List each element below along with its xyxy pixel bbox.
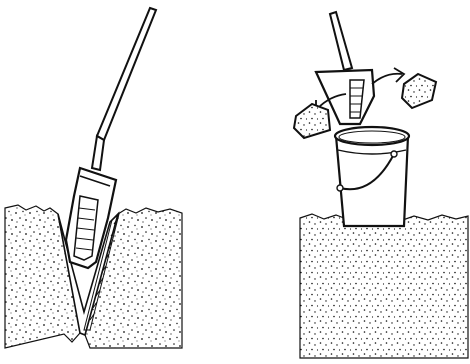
left-ground-right: [84, 207, 183, 349]
spade-neck: [90, 134, 106, 172]
spade-icon-right: [314, 10, 376, 126]
arrow-right: [371, 72, 403, 85]
right-spade-soil: [349, 79, 365, 119]
bucket-inner-rim: [338, 130, 406, 144]
left-ground-left: [4, 204, 81, 349]
spade-shaft: [95, 6, 158, 142]
soil-clod-left: [292, 102, 332, 140]
v-cut: [57, 211, 120, 337]
soil-clod-right: [400, 72, 438, 110]
right-spade-soil-hatch: [350, 87, 363, 113]
cut-hatch-lines: [89, 217, 119, 321]
bucket-handle: [339, 153, 395, 191]
arrow-right-head: [393, 67, 406, 83]
cut-wall-hatching: [83, 212, 120, 331]
left-panel: [4, 6, 183, 349]
bucket-handle-ear-left: [336, 184, 344, 192]
right-spade-shaft: [328, 10, 354, 72]
bucket-handle-ear-right: [390, 150, 398, 158]
spade-icon: [64, 6, 158, 270]
spade-soil-core: [73, 195, 99, 261]
bucket-band: [337, 149, 407, 155]
right-panel: [292, 10, 469, 359]
right-ground: [299, 213, 469, 359]
spade-soil-hatch: [75, 207, 96, 251]
bucket-icon: [333, 125, 411, 228]
bucket-rim: [333, 125, 411, 147]
spade-shoulder: [79, 175, 111, 187]
soil-clod-icon: [292, 72, 438, 140]
